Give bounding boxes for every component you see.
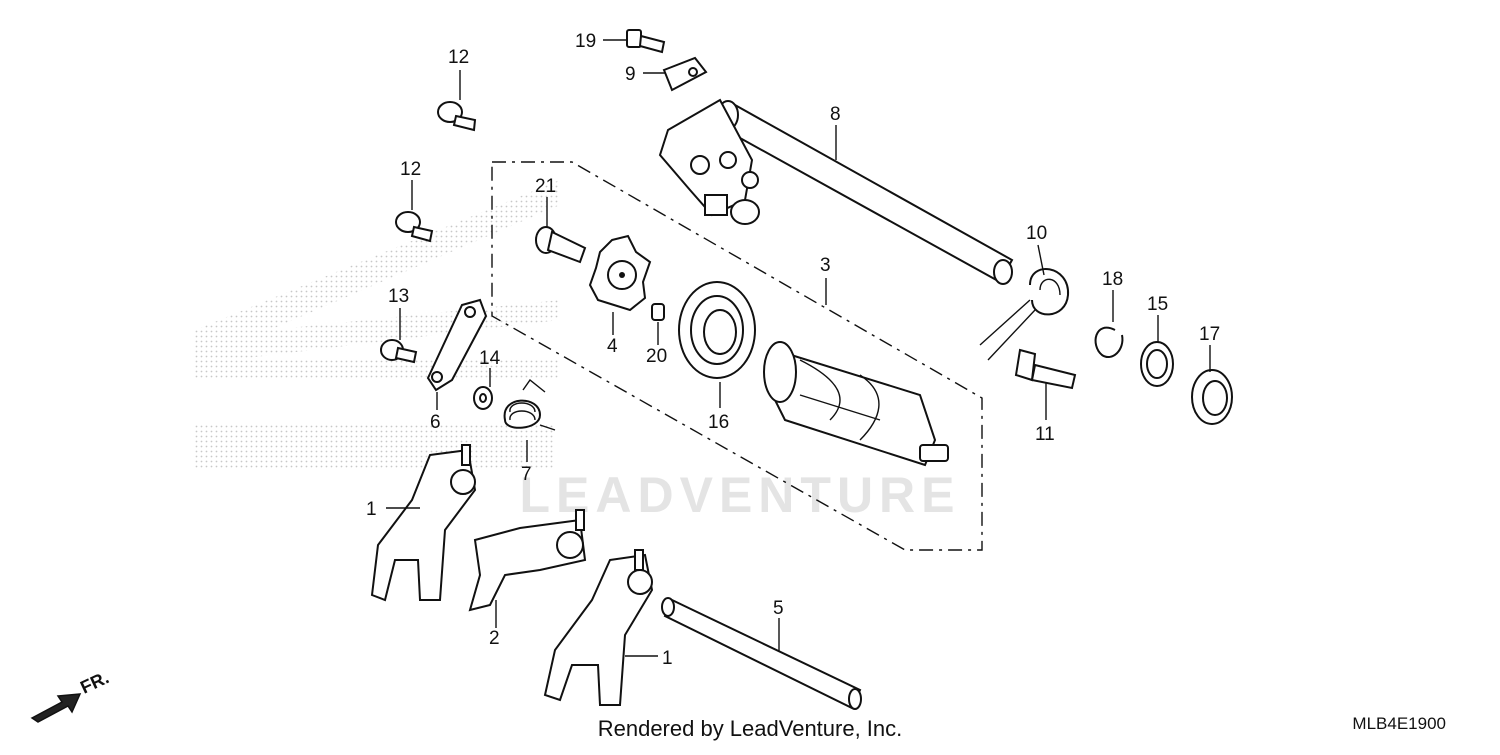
callout-labels: 1 1 2 3 4 5 6 7 8 9 10 11 12 12 13 14 15…	[366, 31, 1220, 669]
part-bearing	[678, 281, 756, 379]
callout-18: 18	[1102, 269, 1123, 290]
part-oil-seal	[1191, 369, 1233, 425]
callout-15: 15	[1147, 294, 1168, 315]
part-bolt-12-b	[395, 211, 434, 243]
part-shift-shaft	[658, 98, 1014, 285]
callout-9: 9	[625, 64, 636, 85]
callout-6: 6	[430, 412, 441, 433]
callout-12-a: 12	[448, 47, 469, 68]
part-fork-shaft	[661, 597, 862, 710]
callout-17: 17	[1199, 324, 1220, 345]
callout-21: 21	[535, 176, 556, 197]
callout-7: 7	[521, 464, 532, 485]
part-plate	[662, 56, 708, 92]
credit-line: Rendered by LeadVenture, Inc.	[597, 716, 903, 741]
callout-5: 5	[773, 598, 784, 619]
part-return-spring	[979, 268, 1070, 361]
direction-label: FR.	[77, 667, 112, 697]
callout-14: 14	[479, 348, 501, 369]
callout-16: 16	[708, 412, 729, 433]
callout-12-b: 12	[400, 159, 421, 180]
watermark-text: LEADVENTURE	[519, 467, 960, 523]
callout-1-b: 1	[662, 648, 673, 669]
callout-8: 8	[830, 104, 841, 125]
part-shift-fork-a	[370, 444, 477, 602]
diagram-code: MLB4E1900	[1352, 714, 1446, 733]
callout-19: 19	[575, 31, 596, 52]
part-drum-center	[588, 234, 652, 312]
part-bolt-13	[380, 339, 418, 364]
callout-2: 2	[489, 628, 500, 649]
part-stopper-arm	[426, 298, 488, 392]
callout-13: 13	[388, 286, 409, 307]
part-shift-drum	[763, 341, 949, 467]
callout-3: 3	[820, 255, 831, 276]
leader-lines	[386, 39, 1211, 657]
callout-4: 4	[607, 336, 618, 357]
callout-1-a: 1	[366, 499, 377, 520]
part-dowel-pin	[651, 303, 665, 321]
part-pin-11	[1014, 348, 1077, 390]
part-circlip	[1094, 326, 1124, 358]
part-shift-fork-2	[468, 509, 587, 612]
brand-watermark	[195, 180, 560, 470]
direction-arrow: FR.	[30, 667, 112, 723]
callout-10: 10	[1026, 223, 1047, 244]
assembly-outline	[491, 161, 983, 551]
part-bolt-12-a	[437, 101, 477, 132]
callout-20: 20	[646, 346, 667, 367]
part-spring-7	[503, 378, 556, 431]
part-bolt-21	[535, 226, 587, 264]
part-bolt-19	[626, 29, 666, 54]
part-shift-fork-b	[543, 549, 654, 706]
callout-11: 11	[1035, 424, 1055, 445]
